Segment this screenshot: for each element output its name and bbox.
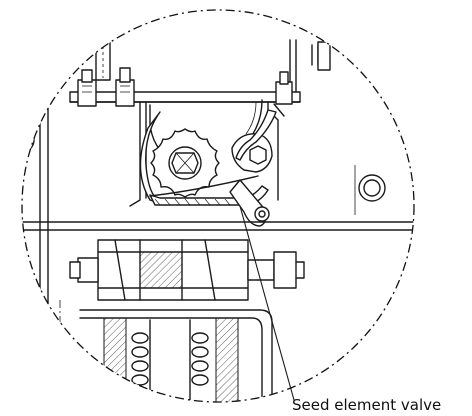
spring-section [59,300,273,402]
spring-left [131,332,149,386]
valve-lever [229,109,277,227]
detail-contents [22,19,414,402]
lower-shaft-housing [69,239,305,301]
star-rotor [150,128,220,198]
mid-frame [22,165,414,231]
detail-circle-boundary [21,9,415,403]
spring-right [191,332,209,386]
callout-label-seed-element-valve: Seed element valve [292,396,441,414]
callout-leader-line [239,205,295,401]
upper-housing [95,19,331,96]
left-frame-plate [22,89,49,331]
top-flange [69,67,301,107]
